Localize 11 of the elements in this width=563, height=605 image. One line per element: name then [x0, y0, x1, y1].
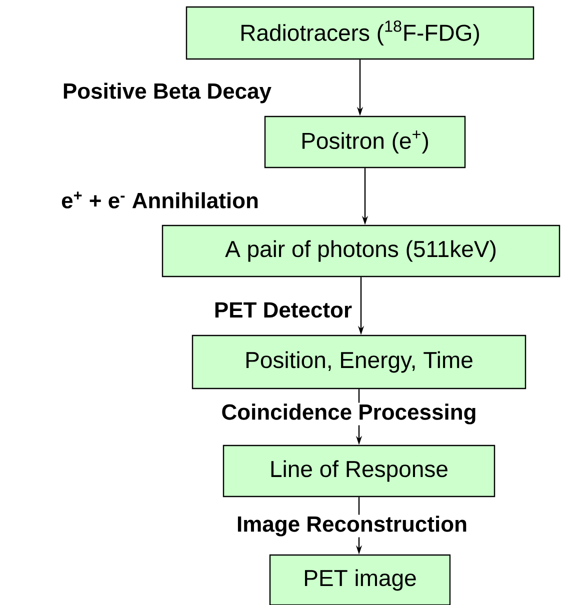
process-box: Position, Energy, Time — [192, 334, 526, 390]
edge-label: Image Reconstruction — [235, 514, 469, 538]
edge-label: Coincidence Processing — [220, 402, 478, 426]
edge-label: PET Detector — [212, 301, 354, 319]
edge-label: e$^{+}$ + e$^{-}$ Annihilation — [60, 190, 260, 210]
process-box: Positron (e$^{+}$) — [264, 116, 466, 168]
process-box: PET image — [269, 554, 451, 605]
process-box: Radiotracers ($^{18}$F-FDG) — [186, 6, 534, 60]
process-box: Line of Response — [222, 444, 496, 498]
process-box: A pair of photons (511keV) — [162, 224, 560, 278]
edge-label: Positive Beta Decay — [61, 82, 273, 104]
